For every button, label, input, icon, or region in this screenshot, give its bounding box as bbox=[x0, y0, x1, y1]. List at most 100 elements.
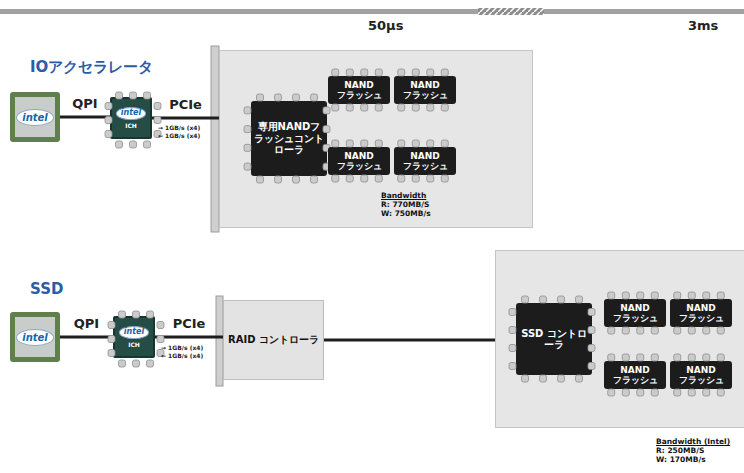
chip-pin bbox=[257, 94, 264, 101]
raid-card: RAID コントローラ bbox=[223, 300, 324, 380]
chip-pin bbox=[332, 104, 339, 111]
bandwidth-heading: Bandwidth (Intel) bbox=[656, 437, 730, 446]
chip-pin bbox=[154, 103, 161, 110]
chip-label: SSD コントローラ bbox=[516, 328, 592, 351]
flash-controller: SSD コントローラ bbox=[516, 303, 592, 375]
chip-pin bbox=[275, 176, 282, 183]
chip-pin bbox=[244, 107, 251, 114]
nand-flash-chip: NAND フラッシュ bbox=[394, 76, 456, 104]
chip-pin bbox=[637, 327, 644, 334]
chip-pin bbox=[346, 104, 353, 111]
chip-pin bbox=[622, 292, 629, 299]
link-speed: ← 1GB/s (x4) bbox=[158, 132, 200, 139]
chip-pin bbox=[147, 311, 154, 318]
chip-pin bbox=[375, 175, 382, 182]
time-bar-break bbox=[478, 8, 544, 15]
chip-pin bbox=[540, 375, 547, 382]
chip-pin bbox=[323, 107, 330, 114]
chip-pin bbox=[441, 140, 448, 147]
chip-pin bbox=[608, 389, 615, 396]
chip-pin bbox=[427, 104, 434, 111]
chip-pin bbox=[637, 292, 644, 299]
chip-pin bbox=[105, 103, 112, 110]
chip-pin bbox=[257, 176, 264, 183]
bus-label: QPI bbox=[74, 316, 99, 331]
chip-pin bbox=[293, 94, 300, 101]
chip-pin bbox=[108, 322, 115, 329]
logo-text: intel bbox=[119, 326, 149, 339]
bandwidth-heading: Bandwidth bbox=[381, 191, 431, 200]
chip-pin bbox=[398, 104, 405, 111]
chip-pin bbox=[637, 354, 644, 361]
bus-label: PCIe bbox=[169, 97, 202, 112]
chip-pin bbox=[588, 345, 595, 352]
chip-label: 専用NANDフラッシュコントローラ bbox=[251, 121, 327, 156]
chip-pin bbox=[412, 140, 419, 147]
chip-pin bbox=[311, 176, 318, 183]
ssd-board: Bandwidth (Intel)R: 250MB/SW: 170MB/sSSD… bbox=[495, 250, 744, 428]
chip-pin bbox=[361, 69, 368, 76]
chip-pin bbox=[398, 69, 405, 76]
nand-flash-chip: NAND フラッシュ bbox=[670, 299, 732, 327]
chip-pin bbox=[375, 69, 382, 76]
chip-pin bbox=[703, 389, 710, 396]
chip-pin bbox=[105, 131, 112, 138]
chip-pin bbox=[133, 311, 140, 318]
chip-pin bbox=[427, 140, 434, 147]
chip-pin bbox=[674, 327, 681, 334]
chip-pin bbox=[717, 292, 724, 299]
logo-text: intel bbox=[16, 109, 54, 126]
ich-chip: intelICH bbox=[110, 97, 152, 139]
chip-pin bbox=[130, 141, 137, 148]
chip-pin bbox=[622, 354, 629, 361]
chip-pin bbox=[674, 354, 681, 361]
section-heading: IOアクセラレータ bbox=[30, 58, 153, 77]
bus-line bbox=[60, 116, 110, 119]
ich-chip: intelICH bbox=[113, 316, 155, 358]
nand-flash-chip: NAND フラッシュ bbox=[670, 361, 732, 389]
chip-pin bbox=[558, 375, 565, 382]
chip-pin bbox=[332, 140, 339, 147]
chip-pin bbox=[375, 104, 382, 111]
chip-pin bbox=[674, 292, 681, 299]
chip-pin bbox=[576, 375, 583, 382]
bandwidth-value: W: 750MB/s bbox=[381, 209, 431, 218]
chip-pin bbox=[427, 175, 434, 182]
bus-line bbox=[60, 336, 113, 339]
bus-line bbox=[324, 339, 495, 342]
nand-flash-chip: NAND フラッシュ bbox=[328, 76, 390, 104]
chip-pin bbox=[522, 375, 529, 382]
chip-pin bbox=[116, 92, 123, 99]
chip-pin bbox=[244, 126, 251, 133]
chip-pin bbox=[608, 292, 615, 299]
chip-pin bbox=[576, 296, 583, 303]
chip-pin bbox=[244, 144, 251, 151]
bus-line bbox=[155, 336, 223, 339]
chip-pin bbox=[608, 354, 615, 361]
chip-label: NAND フラッシュ bbox=[328, 151, 390, 172]
chip-pin bbox=[588, 327, 595, 334]
chip-label: NAND フラッシュ bbox=[670, 303, 732, 324]
chip-pin bbox=[130, 92, 137, 99]
card-bracket bbox=[211, 46, 219, 232]
chip-pin bbox=[361, 140, 368, 147]
chip-pin bbox=[588, 363, 595, 370]
chip-pin bbox=[375, 140, 382, 147]
bandwidth-value: W: 170MB/s bbox=[656, 455, 730, 464]
cpu-chip: intel bbox=[10, 92, 60, 142]
chip-pin bbox=[108, 350, 115, 357]
bus-line bbox=[152, 117, 219, 120]
chip-pin bbox=[332, 175, 339, 182]
chip-pin bbox=[441, 69, 448, 76]
chip-pin bbox=[674, 389, 681, 396]
logo-text: intel bbox=[116, 107, 146, 120]
chip-label: NAND フラッシュ bbox=[604, 365, 666, 386]
chip-pin bbox=[688, 354, 695, 361]
chip-pin bbox=[154, 117, 161, 124]
nand-flash-chip: NAND フラッシュ bbox=[604, 361, 666, 389]
chip-pin bbox=[346, 69, 353, 76]
chip-pin bbox=[688, 292, 695, 299]
chip-pin bbox=[244, 163, 251, 170]
link-speed: ← 1GB/s (x4) bbox=[161, 352, 203, 359]
bandwidth-value: R: 250MB/S bbox=[656, 446, 730, 455]
